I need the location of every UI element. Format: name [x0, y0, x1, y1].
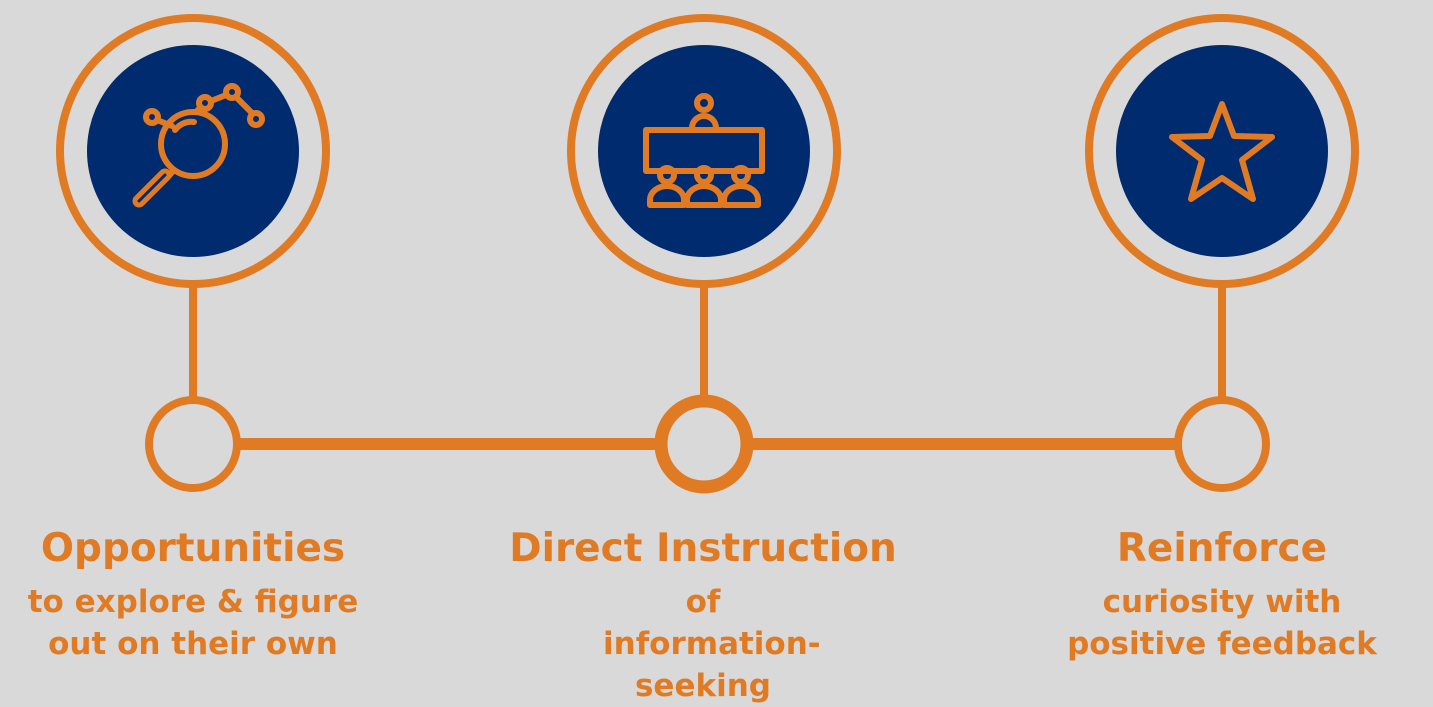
- step-label-1: Opportunities to explore & figure out on…: [0, 525, 413, 665]
- step-title: Direct Instruction: [509, 526, 897, 571]
- step-description: curiosity with positive feedback: [1067, 584, 1377, 662]
- step-circle-2: [567, 14, 841, 288]
- timeline-node: [1174, 396, 1270, 492]
- step-description: to explore & figure out on their own: [27, 584, 359, 662]
- presentation-audience-icon: [643, 93, 765, 208]
- step-label-3: Reinforce curiosity with positive feedba…: [1002, 525, 1433, 665]
- timeline-node: [654, 394, 754, 494]
- star-icon: [1169, 101, 1275, 202]
- step-description: of information-seeking: [603, 584, 821, 704]
- timeline-diagram: [56, 14, 1359, 494]
- step-title: Opportunities: [40, 526, 346, 571]
- step-label-2: Direct Instruction of information-seekin…: [483, 525, 923, 707]
- step-circle-3: [1085, 14, 1359, 288]
- timeline-node: [145, 396, 241, 492]
- step-title: Reinforce: [1116, 526, 1328, 571]
- magnifier-data-icon: [132, 83, 265, 208]
- step-circle-1: [56, 14, 330, 288]
